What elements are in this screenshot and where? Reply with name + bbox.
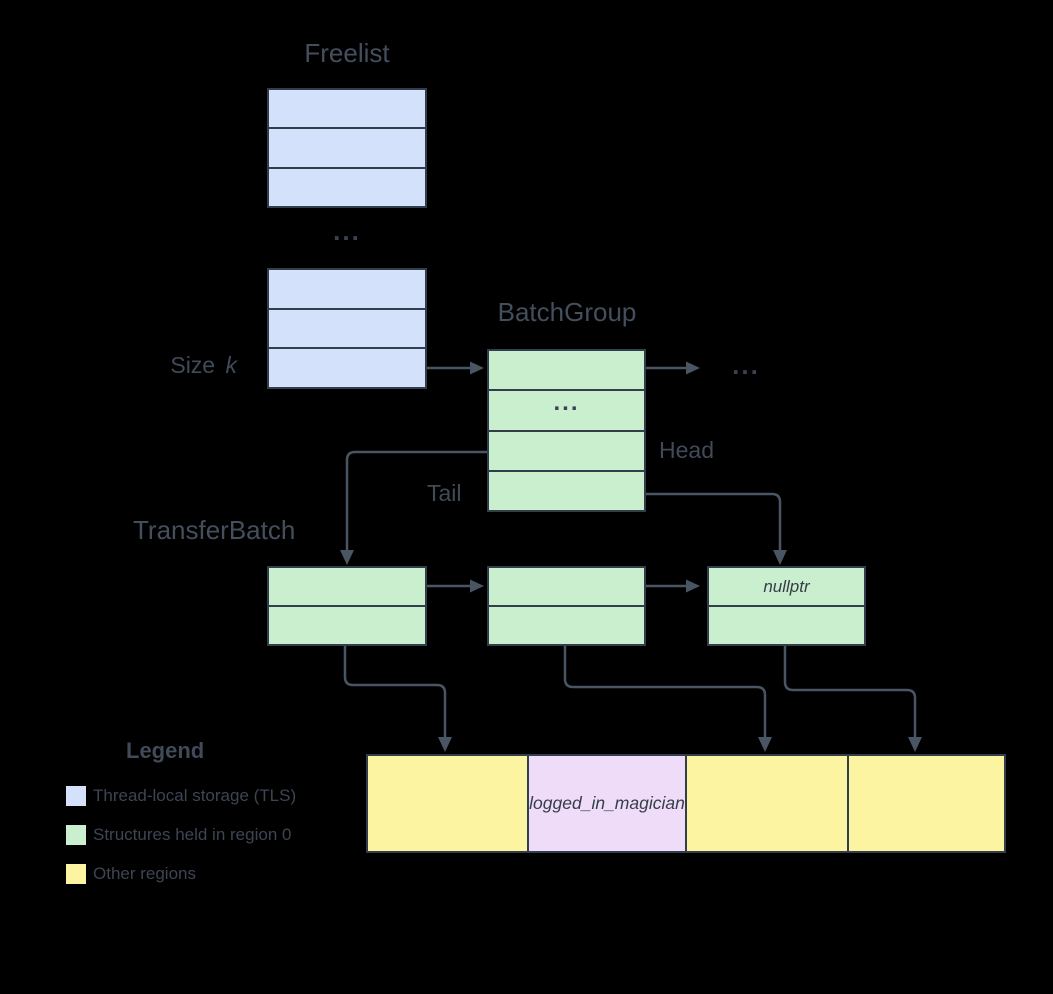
freelist-title: Freelist — [304, 38, 390, 68]
region0-swatch-icon — [66, 825, 86, 845]
batchgroup-row-tail — [489, 469, 644, 510]
freelist-cell — [269, 270, 425, 308]
arrowhead-right-icon — [686, 361, 700, 375]
batchgroup-row-next — [489, 351, 644, 389]
legend-item-label: Structures held in region 0 — [93, 825, 292, 844]
region-chunk — [685, 756, 847, 851]
arrowhead-down-icon — [340, 550, 354, 565]
transferbatch-title: TransferBatch — [133, 515, 296, 545]
transferbatch-box-3: nullptr — [707, 566, 866, 646]
batchgroup-row-ellipsis: ... — [489, 389, 644, 429]
size-k-label-prefix: Size — [170, 352, 216, 378]
freelist-cell — [269, 90, 425, 127]
head-label: Head — [659, 437, 714, 463]
batchgroup-row-head — [489, 429, 644, 470]
logged-in-magician-label: logged_in_magician — [529, 793, 685, 813]
freelist-ellipsis: ... — [333, 216, 361, 246]
arrowhead-down-icon — [773, 550, 787, 565]
arrowhead-down-icon — [758, 737, 772, 752]
other-regions-swatch-icon — [66, 864, 86, 884]
legend-title: Legend — [126, 738, 205, 763]
legend-item-label: Thread-local storage (TLS) — [93, 786, 297, 805]
freelist-box-top — [267, 88, 427, 208]
arrow-tail-pointer — [565, 492, 782, 551]
transferbatch-data-cell — [709, 605, 864, 644]
region-chunk-foreign: logged_in_magician — [527, 756, 685, 851]
transferbatch-nullptr-cell: nullptr — [709, 568, 864, 605]
arrowhead-down-icon — [908, 737, 922, 752]
freelist-cell — [269, 127, 425, 166]
size-k-label: Size k — [87, 352, 237, 379]
arrow-tb2-to-region — [563, 622, 767, 738]
freelist-cell-size-k — [269, 347, 425, 387]
legend-item-region0: Structures held in region 0 — [66, 825, 291, 845]
arrow-tb3-to-region — [783, 622, 917, 738]
legend-item-tls: Thread-local storage (TLS) — [66, 786, 296, 806]
batchgroup-ellipsis: ... — [553, 389, 580, 417]
transferbatch-data-cell — [489, 605, 644, 644]
size-k-label-variable: k — [225, 352, 238, 378]
region-chunk — [368, 756, 527, 851]
freelist-box-size-k — [267, 268, 427, 389]
tail-label: Tail — [427, 480, 462, 506]
transferbatch-next-cell — [269, 568, 425, 605]
arrowhead-right-icon — [470, 361, 484, 375]
freelist-cell — [269, 307, 425, 348]
arrowheads — [340, 361, 922, 752]
arrowhead-right-icon — [686, 579, 700, 593]
legend-item-other: Other regions — [66, 864, 196, 884]
freelist-cell — [269, 166, 425, 206]
nullptr-label: nullptr — [763, 576, 810, 596]
tls-swatch-icon — [66, 786, 86, 806]
transferbatch-box-1 — [267, 566, 427, 646]
region-strip: logged_in_magician — [366, 754, 1006, 853]
region-chunk — [847, 756, 1004, 851]
arrowhead-down-icon — [438, 737, 452, 752]
transferbatch-next-cell — [489, 568, 644, 605]
batchgroup-title: BatchGroup — [497, 297, 637, 327]
batchgroup-box: ... — [487, 349, 646, 512]
arrow-head-pointer — [345, 450, 565, 551]
batchgroup-next-ellipsis: ... — [732, 350, 760, 380]
arrow-tb1-to-region — [343, 622, 447, 738]
legend-item-label: Other regions — [93, 864, 196, 883]
transferbatch-data-cell — [269, 605, 425, 644]
arrowhead-right-icon — [470, 579, 484, 593]
transferbatch-box-2 — [487, 566, 646, 646]
